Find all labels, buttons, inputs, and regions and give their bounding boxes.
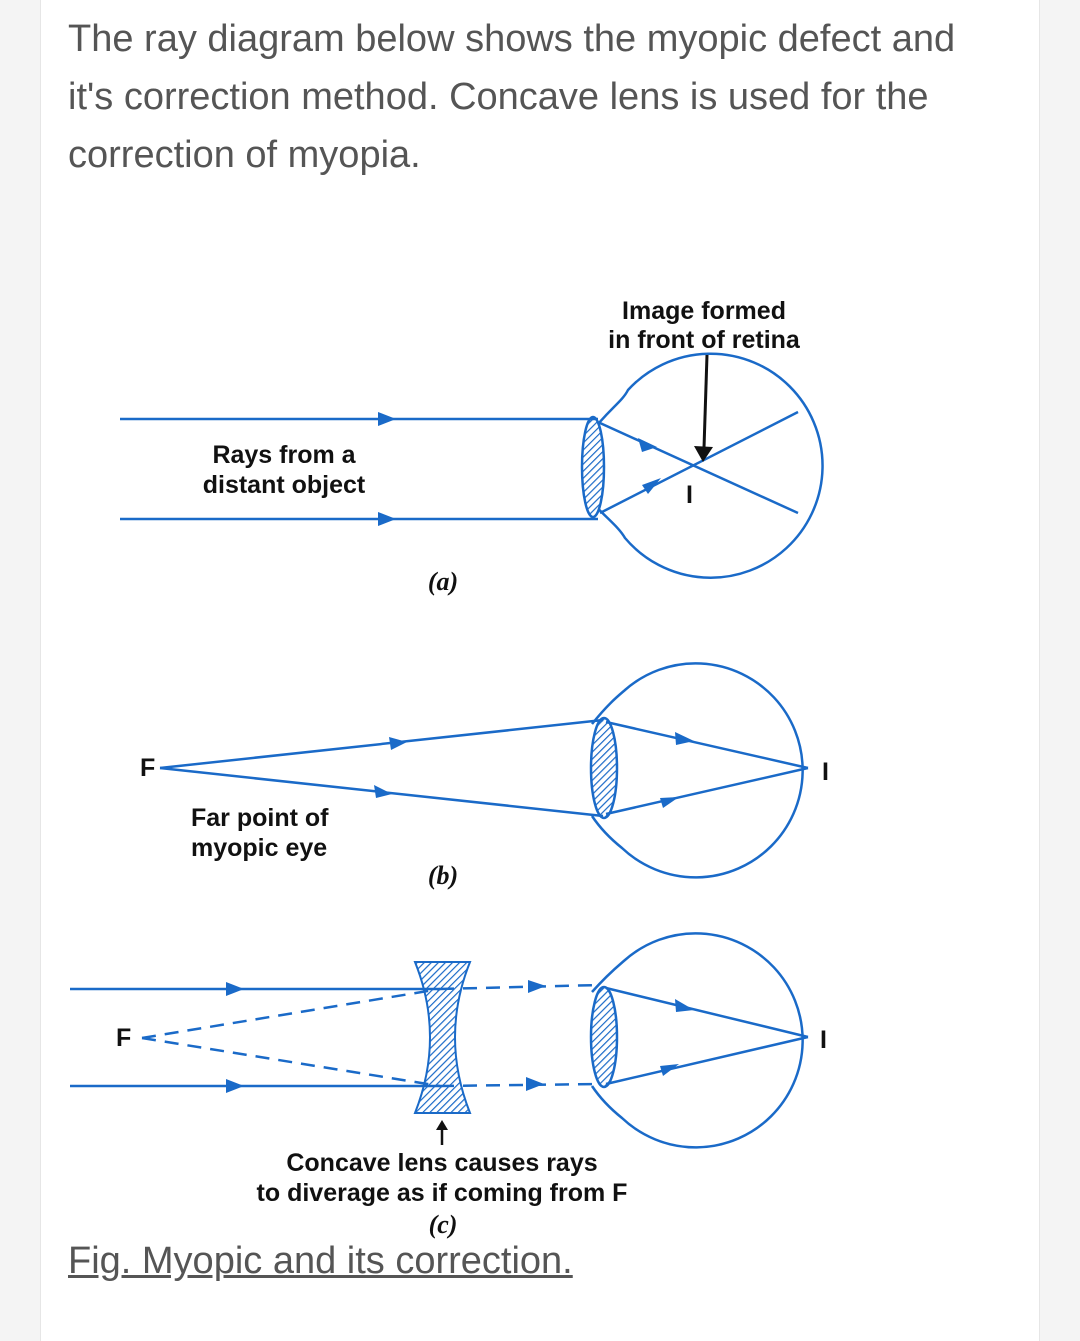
eyeball-outline-a — [589, 352, 824, 579]
ray-c-refracted-1 — [605, 986, 809, 1039]
label-myopic-eye: myopic eye — [191, 834, 327, 862]
virtual-ray-c-upper — [141, 987, 441, 1040]
content-card — [40, 0, 1040, 1341]
virtual-ray-c-lower — [141, 1036, 441, 1088]
sublabel-b: (b) — [428, 861, 458, 890]
sublabel-c: (c) — [429, 1210, 458, 1239]
image-arrow-a — [702, 354, 709, 449]
ray-arrow-a-r2 — [642, 478, 661, 494]
ray-arrow-c-r1 — [675, 999, 694, 1012]
lens-pointer-arrowhead — [436, 1120, 448, 1130]
eye-lens-a — [580, 415, 606, 519]
image-arrowhead-a — [694, 446, 713, 462]
ray-arrow-b-upper — [389, 737, 407, 750]
label-far-point-of: Far point of — [191, 804, 329, 832]
image-mark-a: I — [686, 481, 693, 509]
label-concave-lens-line1: Concave lens causes rays — [286, 1149, 597, 1177]
figure-caption: Fig. Myopic and its correction. — [68, 1240, 573, 1282]
label-concave-lens-line2: to diverage as if coming from F — [257, 1179, 628, 1207]
diverging-ray-c-lower — [439, 1082, 601, 1088]
ray-b-refracted-2 — [605, 766, 809, 816]
ray-arrow-c-top — [226, 982, 244, 996]
panel-a: I Image formed in front of retina Rays f… — [120, 297, 824, 596]
ray-b-refracted-1 — [605, 720, 809, 770]
ray-b-upper — [159, 718, 604, 770]
ray-arrow-c-bottom — [226, 1079, 244, 1093]
ray-arrow-c-mid-top — [528, 980, 546, 993]
eye-lens-b — [589, 716, 619, 820]
concave-lens — [413, 961, 472, 1114]
ray-a-refracted-1 — [599, 421, 799, 515]
ray-arrow-a-r1 — [638, 438, 657, 452]
ray-arrow-a-bottom — [378, 512, 396, 526]
label-rays-from: Rays from a — [212, 441, 356, 469]
panel-c: F I Concave lens causes rays to diverage… — [70, 932, 827, 1239]
focus-label-b: F — [140, 754, 155, 782]
eye-lens-c — [589, 985, 619, 1089]
focus-label-c: F — [116, 1024, 131, 1052]
label-distant-object: distant object — [203, 471, 366, 499]
label-in-front-of-retina: in front of retina — [608, 326, 801, 354]
eyeball-outline-b — [590, 662, 804, 879]
ray-arrow-b-lower — [374, 785, 392, 798]
image-mark-c: I — [820, 1026, 827, 1054]
ray-a-refracted-2 — [599, 410, 799, 515]
ray-arrow-c-mid-bottom — [526, 1077, 544, 1091]
sublabel-a: (a) — [428, 567, 458, 596]
image-mark-b: I — [822, 758, 829, 786]
ray-arrow-b-r2 — [660, 797, 679, 808]
diverging-ray-c-upper — [439, 983, 601, 991]
eyeball-outline-c — [590, 932, 804, 1149]
panel-b: F I Far point of myopic eye (b) — [140, 662, 829, 890]
label-image-formed: Image formed — [622, 297, 786, 325]
intro-paragraph: The ray diagram below shows the myopic d… — [68, 18, 956, 176]
ray-arrow-a-top — [378, 412, 396, 426]
ray-c-refracted-2 — [605, 1035, 809, 1086]
ray-arrow-c-r2 — [660, 1064, 679, 1076]
ray-arrow-b-r1 — [675, 732, 694, 745]
